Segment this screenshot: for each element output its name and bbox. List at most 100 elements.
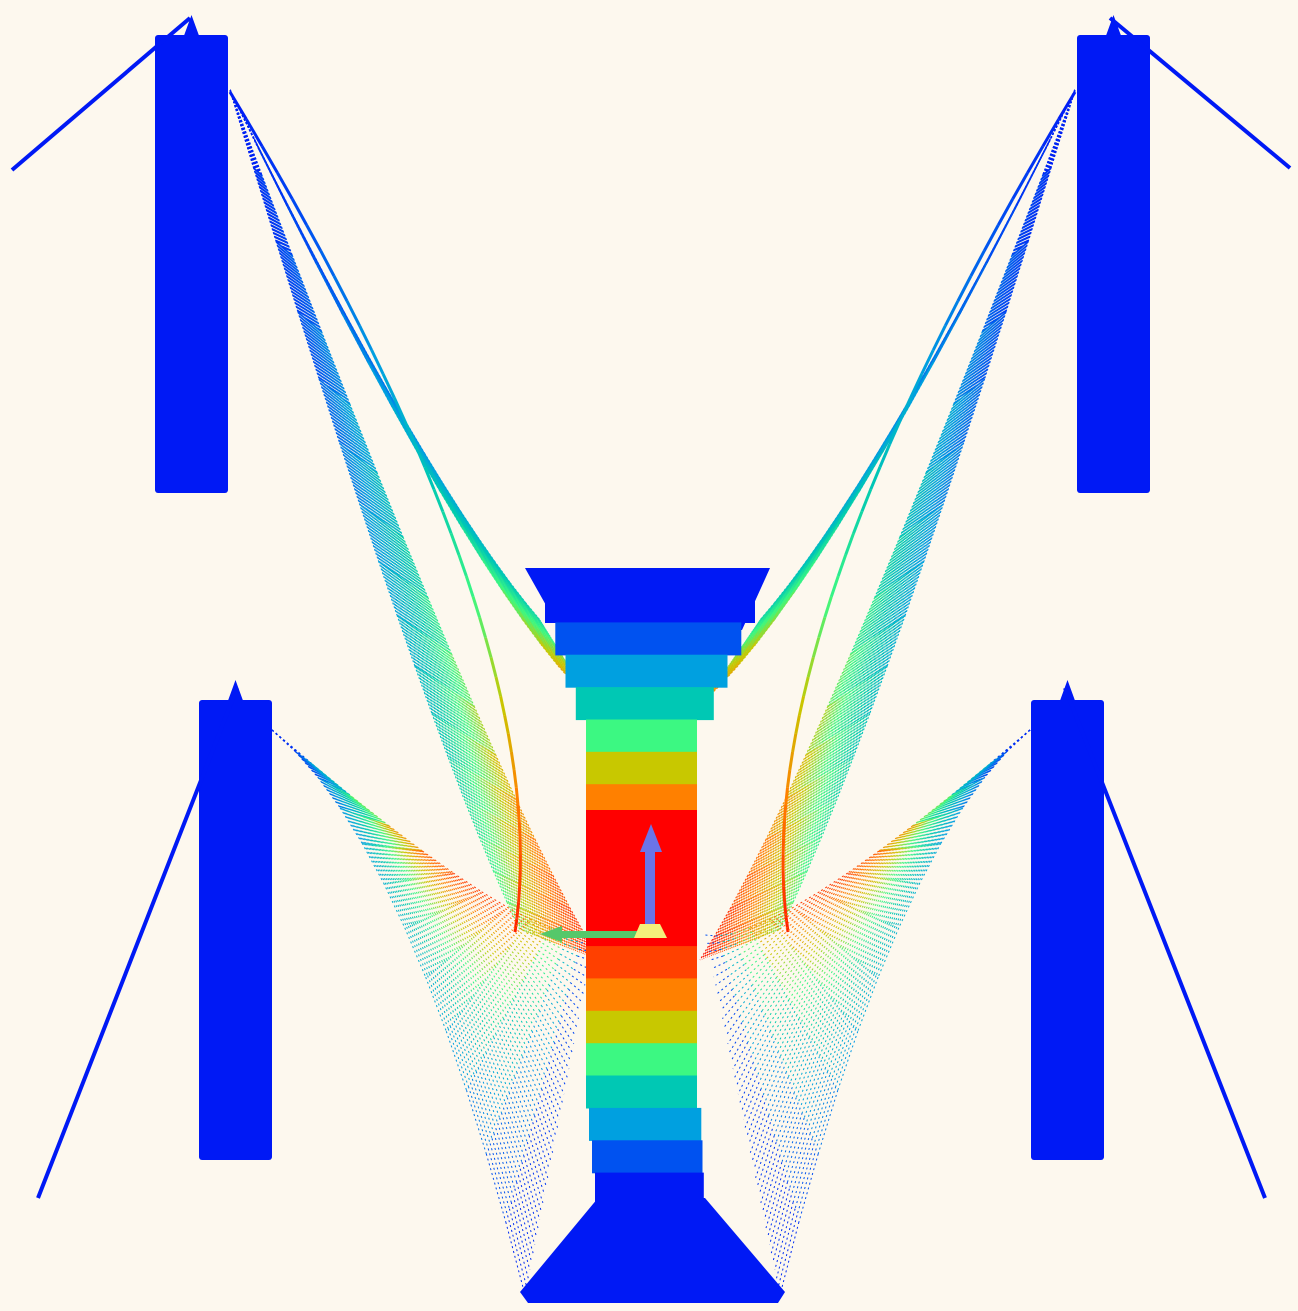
cable-segment (516, 991, 537, 1021)
cable-segment (847, 850, 880, 874)
cable-segment (788, 921, 812, 944)
cable-segment (843, 965, 865, 1014)
cable-segment (708, 948, 722, 953)
cable-segment (810, 997, 832, 1042)
cable-segment (300, 755, 329, 784)
cable-segment (526, 910, 541, 938)
cable-segment (785, 787, 805, 829)
cable-segment (836, 909, 861, 944)
cable-segment (375, 844, 401, 881)
cable-segment (541, 1088, 559, 1128)
cable-segment (318, 777, 343, 809)
cable-segment (499, 874, 515, 906)
cable-envelope-right (852, 511, 864, 534)
cable-segment (504, 952, 526, 978)
cable-segment (369, 818, 399, 849)
cable-segment (807, 897, 833, 919)
cable-segment (428, 876, 456, 905)
cable-segment (494, 786, 514, 828)
cable-envelope-right (920, 349, 935, 375)
cable-segment (932, 788, 964, 819)
cable-segment (510, 1003, 531, 1037)
cable-segment (514, 605, 534, 632)
cable-segment (960, 777, 984, 809)
cable-segment (815, 699, 839, 749)
cable-segment (365, 464, 392, 528)
cable-segment (890, 845, 917, 880)
cable-envelope-right (806, 657, 815, 678)
cable-segment (723, 925, 739, 952)
cable-segment (532, 837, 552, 875)
cable-segment (392, 571, 415, 627)
cable-segment (417, 850, 449, 875)
cable-segment (519, 830, 538, 868)
cable-segment (525, 616, 543, 640)
cable-segment (919, 813, 946, 847)
cable-segment (891, 821, 924, 850)
cable-segment (849, 970, 871, 1022)
cable-segment (455, 950, 478, 990)
cable-segment (837, 1031, 859, 1091)
cable-segment (463, 798, 480, 837)
cable-segment (818, 767, 837, 810)
cable-segment (465, 799, 482, 838)
cable-segment (930, 400, 959, 469)
cable-segment (790, 871, 806, 904)
cable-segment (789, 751, 812, 797)
cable-segment (930, 450, 954, 513)
cable-segment (769, 796, 790, 838)
cable-segment (900, 471, 928, 537)
cable-segment (491, 752, 514, 798)
cable-segment (371, 468, 398, 533)
cable-segment (486, 976, 508, 1012)
cable-segment (538, 640, 557, 663)
deck-band (586, 1010, 697, 1044)
cable-segment (805, 775, 824, 817)
cable-segment (342, 398, 369, 466)
cable-segment (540, 946, 559, 960)
cable-envelope-right (836, 554, 848, 577)
cable-segment (481, 745, 503, 791)
cable-segment (795, 781, 815, 823)
cable-segment (879, 532, 906, 594)
cable-segment (862, 848, 893, 876)
cable-segment (358, 457, 383, 521)
cable-segment (849, 850, 881, 874)
cable-segment (539, 1095, 557, 1137)
cable-segment (773, 1087, 793, 1136)
cable-segment (722, 1002, 737, 1020)
cable-segment (706, 942, 720, 944)
cable-segment (449, 758, 467, 800)
cable-segment (907, 363, 934, 410)
cable-segment (542, 942, 561, 955)
cable-segment (450, 653, 475, 707)
cable-segment (794, 1143, 815, 1209)
cable-segment (879, 577, 902, 634)
cable-segment (860, 671, 880, 720)
cable-segment (544, 1075, 562, 1112)
cable-segment (390, 527, 415, 588)
cable-segment (788, 752, 810, 798)
cable-segment (522, 832, 542, 870)
axes-triad[interactable] (540, 824, 667, 942)
cable-segment (558, 958, 575, 970)
cable-segment (341, 444, 363, 506)
cable-segment (482, 928, 506, 954)
cable-segment (470, 937, 494, 970)
cable-segment (506, 1097, 526, 1150)
cable-segment (524, 614, 542, 638)
cable-segment (531, 628, 550, 651)
cable-segment (521, 611, 540, 634)
cable-segment (530, 1128, 549, 1178)
cable-segment (811, 702, 834, 751)
cable-segment (537, 915, 553, 943)
cable-segment (361, 815, 390, 847)
cable-segment (859, 877, 885, 911)
cable-segment (345, 400, 373, 469)
cable-segment (393, 529, 419, 590)
cable-segment (893, 568, 915, 624)
cable-segment (473, 705, 497, 755)
cable-segment (456, 903, 481, 931)
